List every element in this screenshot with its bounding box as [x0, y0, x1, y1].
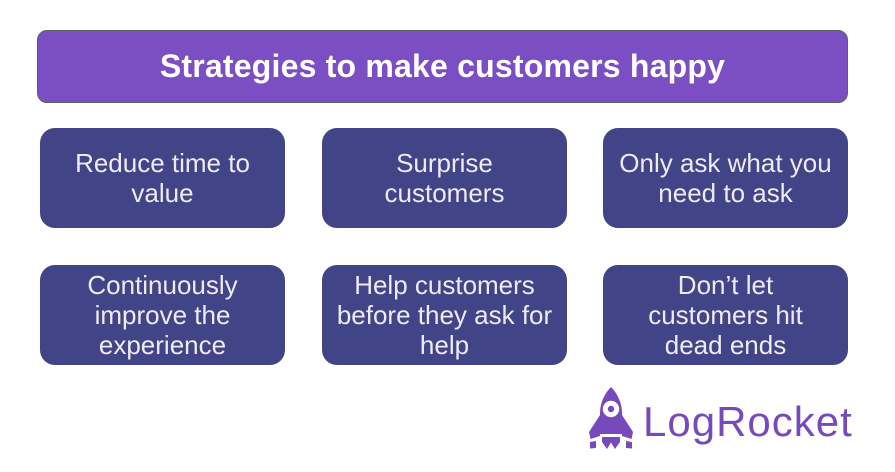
title-banner: Strategies to make customers happy	[37, 30, 848, 103]
strategy-card-surprise-customers: Surprise customers	[322, 128, 567, 228]
logrocket-logo: LogRocket	[586, 383, 853, 467]
card-label: Surprise customers	[384, 148, 505, 208]
strategy-card-help-before-they-ask: Help customers before they ask for help	[322, 265, 567, 365]
card-label: Don’t let customers hit dead ends	[648, 270, 803, 360]
logo-text: LogRocket	[643, 398, 853, 445]
card-label: Only ask what you need to ask	[619, 148, 832, 208]
rocket-icon	[589, 387, 633, 449]
card-label: Reduce time to value	[75, 148, 250, 208]
rocket-window-dot	[607, 405, 615, 413]
strategy-card-reduce-time-to-value: Reduce time to value	[40, 128, 285, 228]
strategy-card-only-ask-what-you-need: Only ask what you need to ask	[603, 128, 848, 228]
card-label: Continuously improve the experience	[87, 270, 238, 360]
strategy-card-continuously-improve: Continuously improve the experience	[40, 265, 285, 365]
title-banner-text: Strategies to make customers happy	[159, 48, 726, 84]
card-label: Help customers before they ask for help	[336, 270, 553, 360]
strategy-card-no-dead-ends: Don’t let customers hit dead ends	[603, 265, 848, 365]
